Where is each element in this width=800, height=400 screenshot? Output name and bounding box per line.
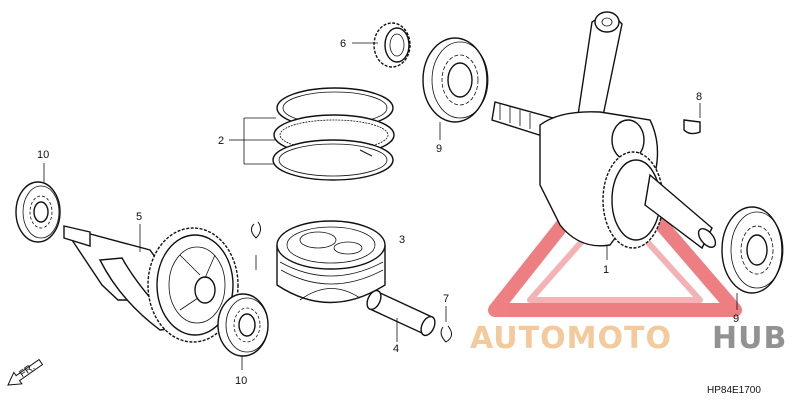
- timing-sprocket: [373, 22, 411, 68]
- callout-3: 3: [399, 234, 405, 246]
- front-direction-arrow: FR.: [7, 358, 44, 386]
- callout-1: 1: [603, 264, 609, 276]
- leader-lines: [43, 42, 738, 370]
- bearing-bottom: [217, 293, 269, 357]
- bearing-right: [721, 206, 784, 294]
- woodruff-key: [683, 119, 701, 135]
- watermark-text-automoto: AUTOMOTO: [470, 321, 672, 356]
- callout-7: 7: [443, 293, 449, 305]
- piston-pin-clips: [250, 221, 452, 343]
- piston-pin: [366, 289, 436, 337]
- balancer-shaft: [63, 225, 239, 343]
- bearing-top: [422, 37, 489, 123]
- callout-2: 2: [218, 135, 224, 147]
- callout-10-left: 10: [37, 149, 49, 161]
- callout-4: 4: [393, 343, 399, 355]
- callout-8: 8: [696, 91, 702, 103]
- callout-6: 6: [340, 38, 346, 50]
- watermark-logo: [488, 158, 742, 317]
- piston-rings: [272, 87, 395, 181]
- callout-9-right: 9: [733, 313, 739, 325]
- callout-9-top: 9: [436, 143, 442, 155]
- diagram-code: HP84E1700: [707, 385, 761, 396]
- callout-5: 5: [136, 211, 142, 223]
- bearing-left: [15, 181, 61, 243]
- watermark-text-hub: HUB: [712, 321, 787, 356]
- piston: [276, 220, 386, 304]
- callout-10-bottom: 10: [235, 375, 247, 387]
- crankshaft: [491, 11, 717, 250]
